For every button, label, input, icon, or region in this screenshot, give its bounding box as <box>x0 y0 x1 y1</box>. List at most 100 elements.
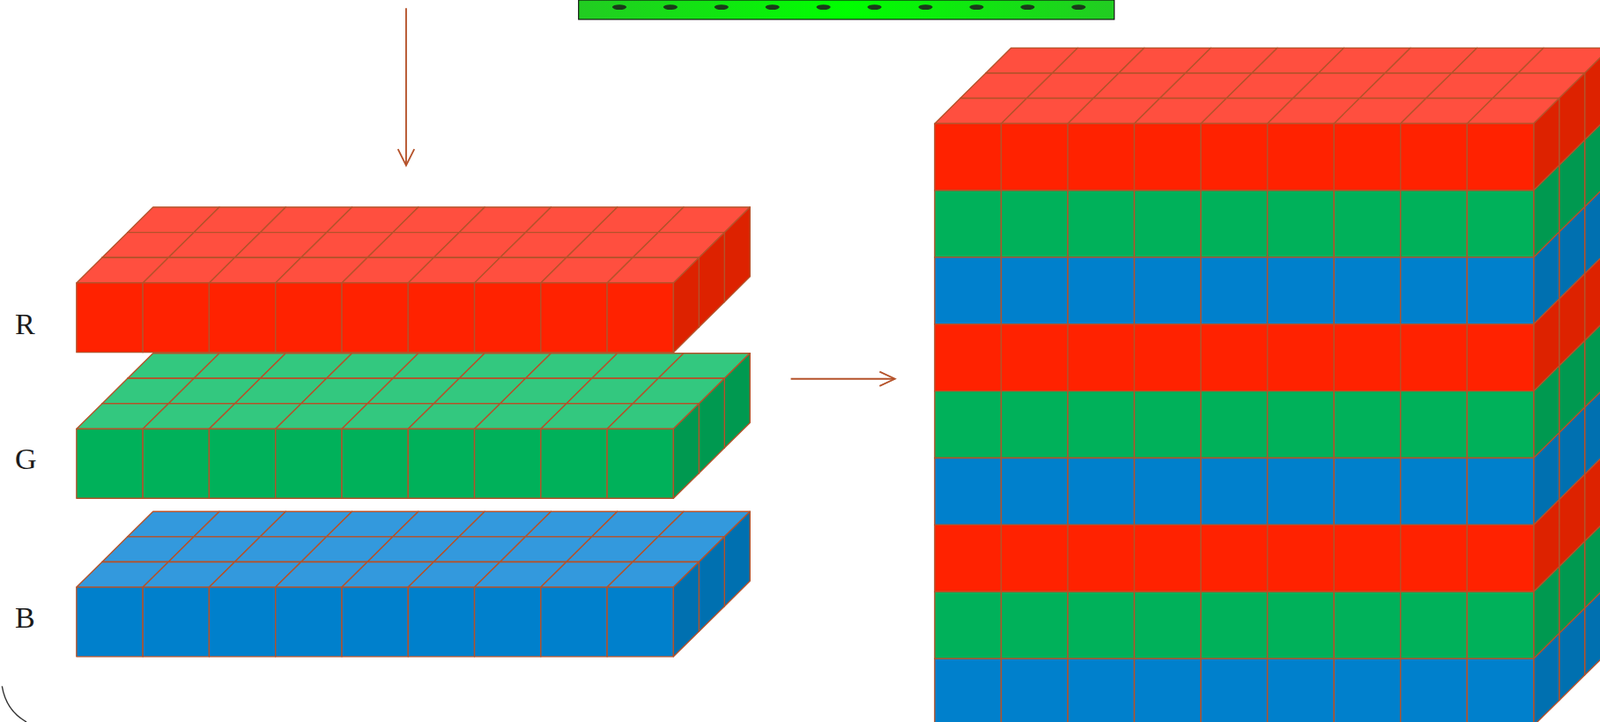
cube-side <box>724 353 750 448</box>
cube-front <box>607 586 674 657</box>
cube-front <box>1333 324 1401 392</box>
cube-front <box>1000 391 1068 459</box>
cube-front <box>1400 524 1468 592</box>
channel-label-box: B <box>14 602 36 633</box>
cube-side <box>1585 47 1600 140</box>
cube-front <box>474 282 541 353</box>
cube-side <box>1585 114 1600 207</box>
cube-front <box>208 282 275 353</box>
arrow-head <box>879 371 895 386</box>
cube-front <box>540 282 608 353</box>
green-strip <box>578 0 1115 20</box>
cube-front <box>1466 391 1534 459</box>
frame-corner <box>1 685 27 722</box>
cube-front <box>1200 123 1268 191</box>
cube-front <box>1400 190 1468 258</box>
cube-front <box>1000 190 1068 258</box>
cube-front <box>1466 190 1534 258</box>
cube-front <box>1200 391 1268 459</box>
cube-front <box>1333 524 1401 592</box>
cube-front <box>1333 458 1401 526</box>
cube-front <box>1000 591 1068 659</box>
cube-front <box>1200 257 1268 325</box>
arrow-shaft <box>791 377 895 380</box>
cube-front <box>76 282 143 353</box>
cube-front <box>1200 324 1268 392</box>
cube-front <box>407 282 475 353</box>
strip-dot <box>612 4 627 10</box>
cube-front <box>407 429 475 499</box>
cube-front <box>142 429 209 499</box>
strip-dot <box>714 4 729 10</box>
blue-slab <box>76 511 750 657</box>
cube-front <box>934 658 1002 722</box>
down-arrow <box>398 7 415 165</box>
cube-front <box>1133 123 1201 191</box>
cube-front <box>1400 324 1468 392</box>
cube-front <box>208 429 275 499</box>
cube-front <box>934 391 1002 459</box>
cube-front <box>341 586 408 657</box>
cube-front <box>1267 324 1335 392</box>
cube-side <box>1585 449 1600 541</box>
cube-side <box>1585 181 1600 274</box>
arrow-shaft <box>405 7 408 164</box>
cube-side <box>1559 607 1586 700</box>
cube-side <box>673 403 699 498</box>
cube-front <box>1000 658 1068 722</box>
cube-front <box>1267 524 1335 592</box>
cube-front <box>1200 458 1268 526</box>
cube-side <box>1585 582 1600 675</box>
cube-front <box>1133 190 1201 258</box>
cube-front <box>1466 458 1534 526</box>
cube-front <box>1200 591 1268 659</box>
cube-front <box>341 282 408 353</box>
cube-front <box>1400 391 1468 459</box>
cube-front <box>1400 658 1468 722</box>
cube-front <box>1000 257 1068 325</box>
cube-front <box>540 586 608 657</box>
cube-side <box>698 232 725 327</box>
cube-front <box>607 282 674 353</box>
cube-front <box>934 190 1002 258</box>
strip-dot <box>1020 4 1035 10</box>
cube-side <box>724 207 750 302</box>
strip-dot <box>816 4 831 10</box>
cube-front <box>1133 591 1201 659</box>
cube-front <box>1333 591 1401 659</box>
strip-dot <box>765 4 780 10</box>
green-slab <box>76 353 750 499</box>
cube-front <box>1200 658 1268 722</box>
cube-front <box>1466 591 1534 659</box>
cube-front <box>1466 123 1534 191</box>
cube-front <box>1067 591 1135 659</box>
strip-dot <box>663 4 678 10</box>
cube-front <box>208 586 275 657</box>
strip-bar <box>578 0 1115 20</box>
cube-front <box>275 586 342 657</box>
strip-dot <box>969 4 984 10</box>
cube-side <box>698 377 725 473</box>
cube-side <box>1585 248 1600 341</box>
cube-front <box>1067 658 1135 722</box>
cube-front <box>76 586 143 657</box>
cube-front <box>1400 591 1468 659</box>
cube-front <box>1400 257 1468 325</box>
cube-front <box>1333 658 1401 722</box>
cube-front <box>934 123 1002 191</box>
stacked-cube <box>934 47 1600 722</box>
cube-front <box>1267 190 1335 258</box>
cube-front <box>1067 524 1135 592</box>
cube-side <box>673 257 699 352</box>
cube-front <box>1267 391 1335 459</box>
cube-front <box>1400 123 1468 191</box>
cube-front <box>1067 324 1135 392</box>
cube-front <box>474 429 541 499</box>
cube-front <box>1067 458 1135 526</box>
cube-front <box>1267 458 1335 526</box>
strip-dot <box>1071 4 1086 10</box>
cube-front <box>934 458 1002 526</box>
cube-front <box>934 257 1002 325</box>
cube-side <box>1533 633 1560 722</box>
